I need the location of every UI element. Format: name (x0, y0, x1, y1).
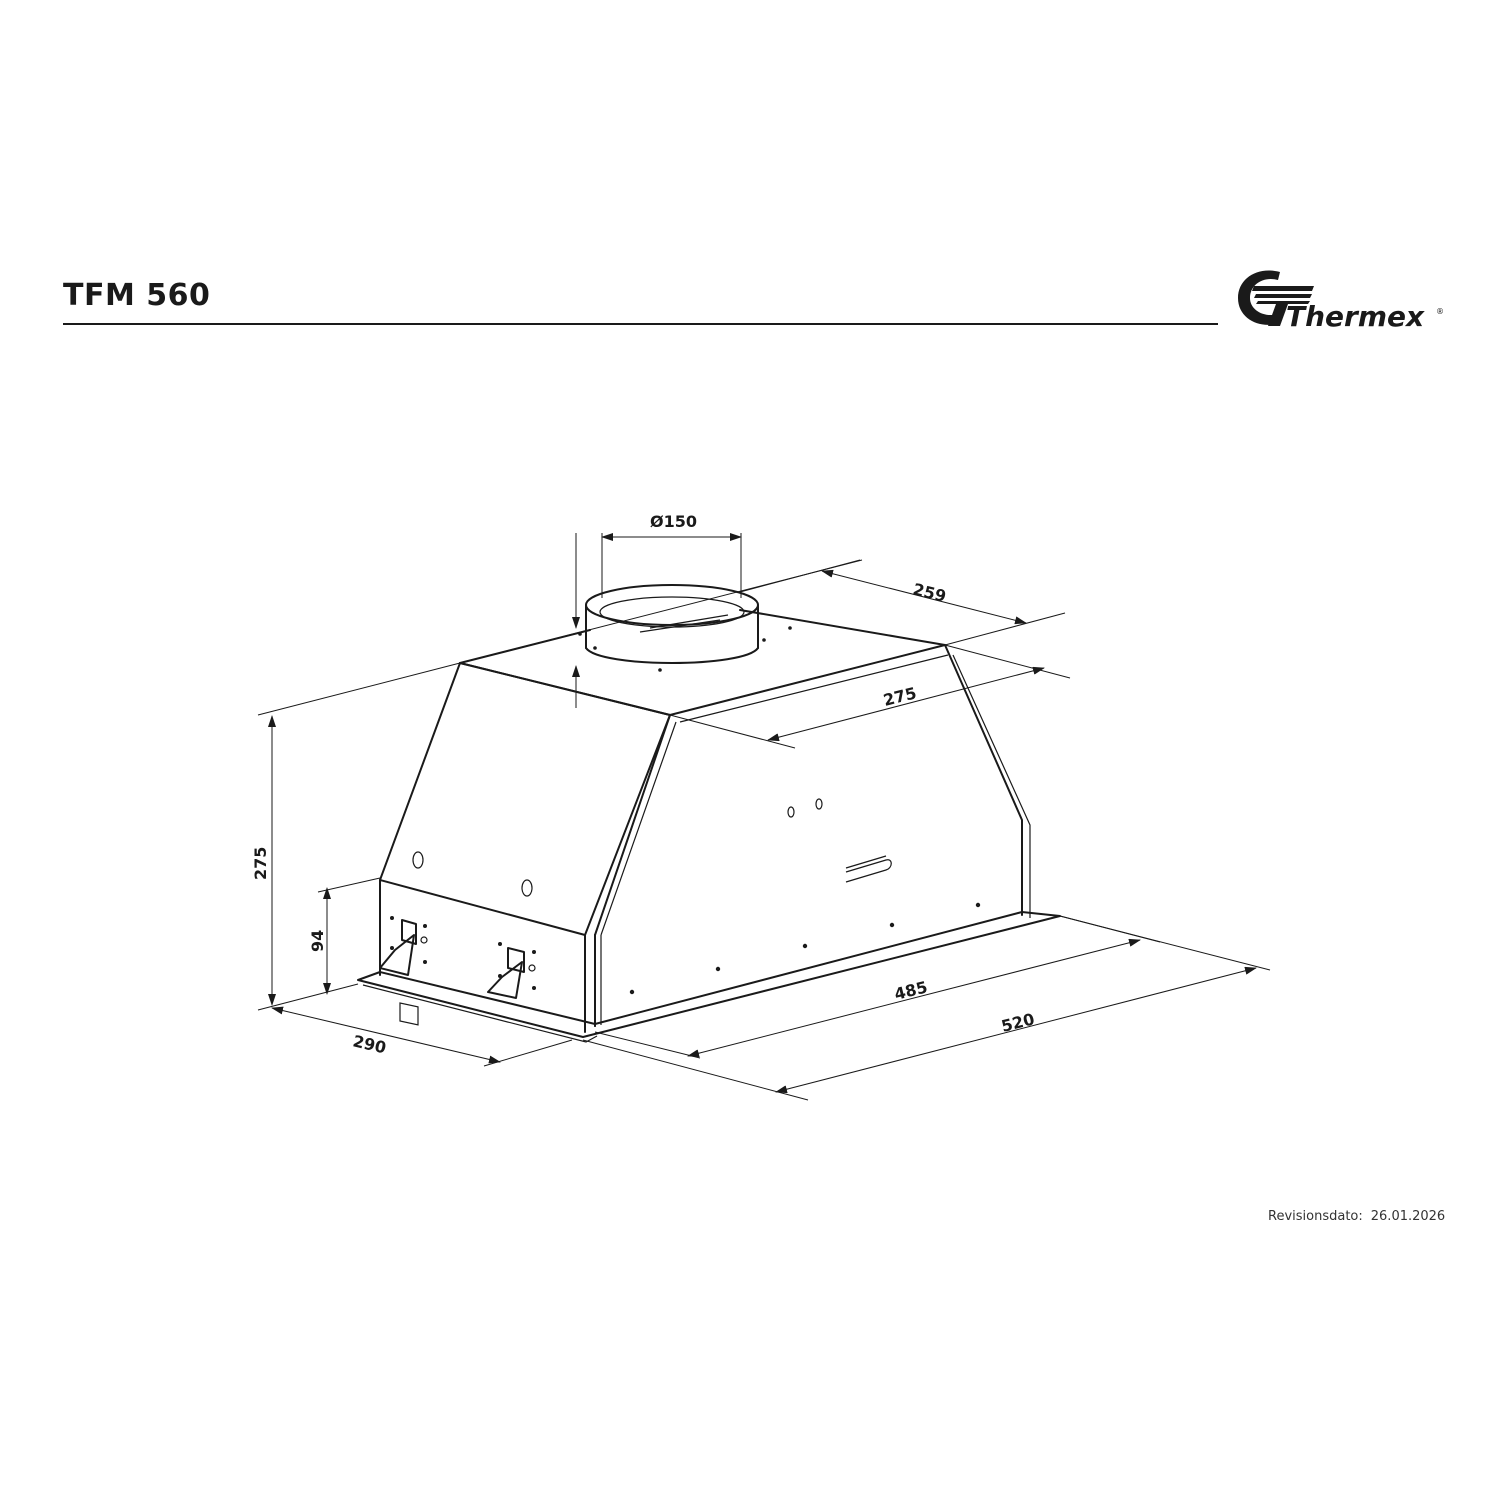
left-slide-bracket (379, 916, 428, 1026)
page-title: TFM 560 (63, 278, 211, 313)
thermex-logo-mark: Thermex ® (1238, 270, 1444, 333)
mounting-holes (412, 626, 981, 995)
dim-front-height: 94 (308, 877, 381, 995)
dim-depth: 290 (271, 1006, 573, 1067)
brand-wordmark: Thermex (1286, 300, 1425, 332)
thermex-logo: Thermex ® (1236, 262, 1446, 333)
dim-total-width: 520 (582, 915, 1271, 1101)
dim-label-520: 520 (999, 1009, 1036, 1036)
revision-label: Revisionsdato: (1268, 1209, 1363, 1224)
dim-top-depth: 259 (739, 559, 1066, 646)
header-rule (63, 323, 1218, 325)
dim-label-290: 290 (351, 1031, 388, 1057)
svg-text:®: ® (1436, 307, 1444, 316)
revision-note: Revisionsdato: 26.01.2026 (1268, 1209, 1445, 1224)
dim-body-width: 485 (594, 915, 1161, 1059)
duct-collar (585, 584, 759, 664)
dim-label-diameter: Ø150 (650, 512, 697, 531)
dim-label-485: 485 (892, 977, 929, 1004)
dim-label-275-top: 275 (881, 683, 918, 710)
dim-label-94: 94 (308, 930, 327, 952)
hood-body (357, 609, 1061, 1043)
dim-top-width: 275 (669, 644, 1071, 749)
right-slide-bracket (487, 942, 536, 999)
dim-duct-diameter: Ø150 (601, 512, 742, 598)
dim-label-259: 259 (911, 579, 948, 606)
dim-total-height: 275 (251, 559, 863, 1011)
dim-label-275-height: 275 (251, 847, 270, 880)
revision-date: 26.01.2026 (1370, 1209, 1446, 1224)
